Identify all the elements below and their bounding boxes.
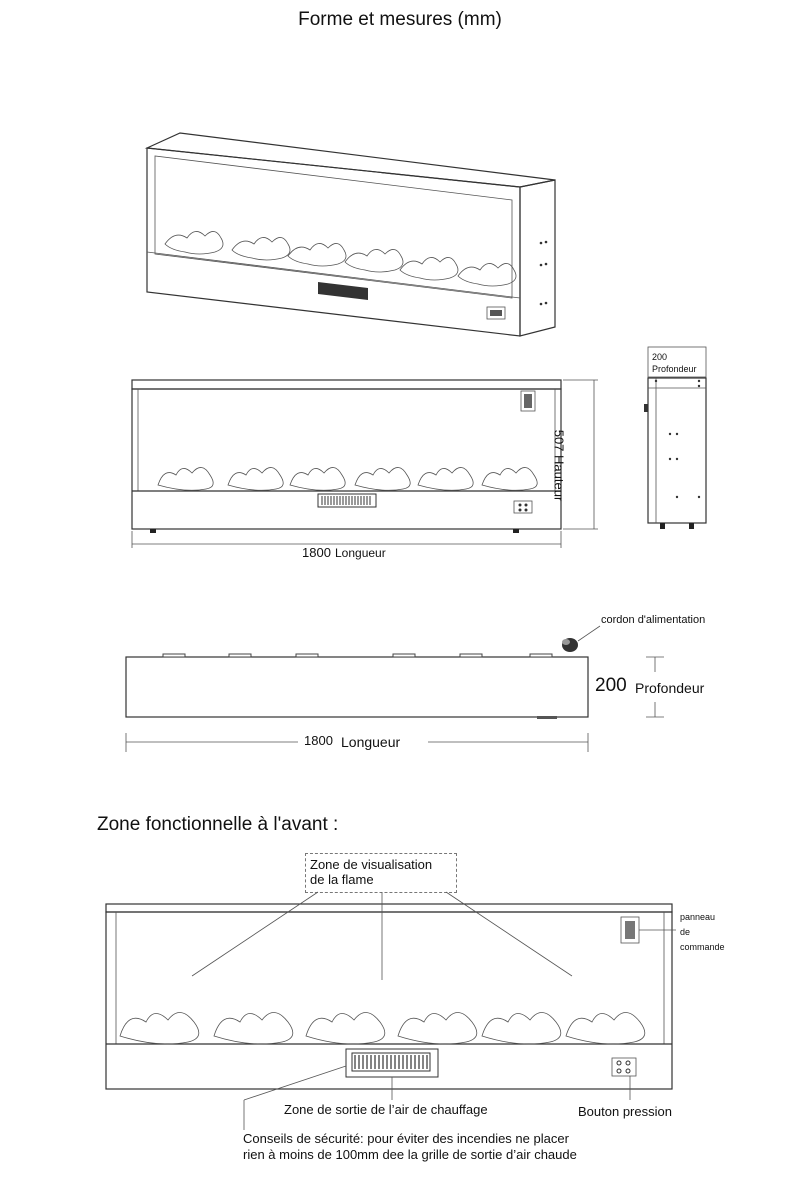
push-button-label: Bouton pression xyxy=(578,1104,672,1119)
side-depth-value: 200 xyxy=(652,352,668,362)
front-push-button xyxy=(513,500,533,514)
top-length-label: Longueur xyxy=(341,734,401,750)
heat-outlet-label: Zone de sortie de l’air de chauffage xyxy=(284,1102,488,1117)
power-cord-label: cordon d'alimentation xyxy=(601,614,706,626)
heat-outlet-pointers xyxy=(243,1065,393,1130)
height-dimension xyxy=(563,379,598,530)
power-cord-icon xyxy=(562,625,601,652)
control-panel-label-3: commande xyxy=(680,942,725,952)
top-length-value: 1800 xyxy=(304,733,333,748)
front-length-value: 1800 xyxy=(302,545,331,560)
length-dimension xyxy=(131,531,562,548)
top-depth-value: 200 xyxy=(595,675,627,696)
flame-zone-label-line2: de la flame xyxy=(310,872,374,887)
iso-heater-grille xyxy=(318,282,368,300)
iso-side-dots xyxy=(539,240,548,306)
front-control-panel xyxy=(520,390,536,412)
page-title: Forme et mesures (mm) xyxy=(298,9,502,30)
front-logs xyxy=(157,467,538,491)
flame-zone-label-line1: Zone de visualisation xyxy=(310,857,433,872)
iso-control-panel xyxy=(486,306,506,320)
control-panel-label-1: panneau xyxy=(680,912,716,922)
front-heater-grille xyxy=(317,493,377,508)
control-panel-label-2: de xyxy=(680,927,691,937)
front-length-label: Longueur xyxy=(335,546,386,560)
functional-logs xyxy=(119,1012,646,1045)
flame-zone-pointers xyxy=(191,891,573,980)
functional-control-panel xyxy=(620,916,676,944)
top-length-dimension xyxy=(125,733,589,752)
safety-advice-line2: rien à moins de 100mm dee la grille de s… xyxy=(243,1147,577,1162)
iso-logs xyxy=(164,231,517,287)
functional-push-button xyxy=(611,1057,637,1100)
safety-advice-line1: Conseils de sécurité: pour éviter des in… xyxy=(243,1131,569,1146)
iso-outer-frame xyxy=(144,132,556,337)
top-depth-label: Profondeur xyxy=(635,680,705,696)
functional-heater-grille xyxy=(345,1048,439,1078)
top-depth-dimension xyxy=(646,656,664,718)
side-depth-label: Profondeur xyxy=(652,364,697,374)
functional-zone-heading: Zone fonctionnelle à l'avant : xyxy=(97,814,339,835)
flame-zone-callout-box xyxy=(305,853,457,893)
